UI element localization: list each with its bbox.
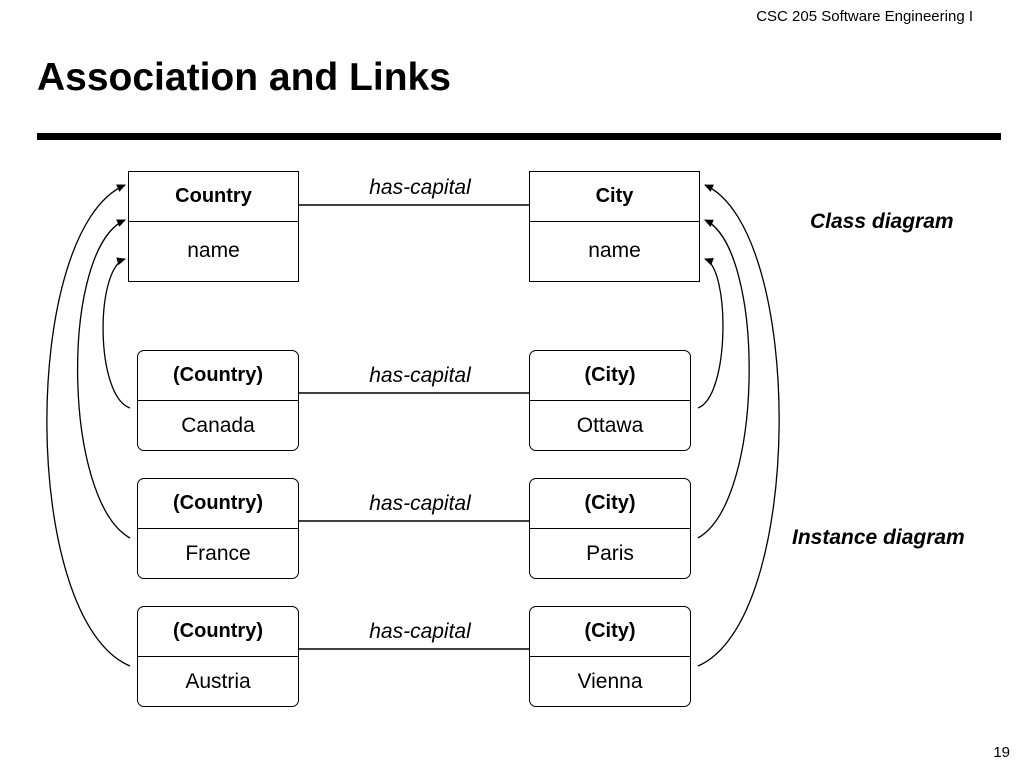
course-header: CSC 205 Software Engineering I [756,8,973,25]
object-box-country: (Country) France [137,478,299,579]
class-name: Country [129,172,298,222]
object-value: Austria [185,669,251,693]
object-box-country: (Country) Canada [137,350,299,451]
page-number: 19 [993,744,1010,761]
object-type: (Country) [138,479,298,529]
object-value: France [185,541,251,565]
slide-title: Association and Links [37,56,451,99]
object-value: Vienna [577,669,643,693]
link-label: has-capital [369,492,471,515]
class-box-country: Country name [128,171,299,282]
instance-of-arrow [46,184,131,667]
class-attribute: name [588,239,641,262]
object-box-country: (Country) Austria [137,606,299,707]
object-value: Paris [586,541,634,565]
instance-of-arrow [697,219,750,539]
object-box-city: (City) Paris [529,478,691,579]
instance-of-arrow [76,219,131,539]
link-label: has-capital [369,620,471,643]
object-type: (City) [530,479,690,529]
instance-diagram-caption: Instance diagram [792,526,965,549]
title-rule [37,133,1001,140]
instance-of-arrow [102,257,131,409]
class-diagram-caption: Class diagram [810,210,954,233]
link-label: has-capital [369,364,471,387]
object-box-city: (City) Vienna [529,606,691,707]
instance-of-arrow [697,184,780,667]
object-value: Ottawa [576,413,644,437]
object-type: (City) [530,607,690,657]
class-name: City [530,172,699,222]
class-box-city: City name [529,171,700,282]
object-value: Canada [181,413,255,437]
association-label: has-capital [369,176,471,199]
object-type: (Country) [138,351,298,401]
class-attribute: name [187,239,240,262]
object-type: (City) [530,351,690,401]
instance-of-arrow [697,257,724,409]
object-box-city: (City) Ottawa [529,350,691,451]
object-type: (Country) [138,607,298,657]
